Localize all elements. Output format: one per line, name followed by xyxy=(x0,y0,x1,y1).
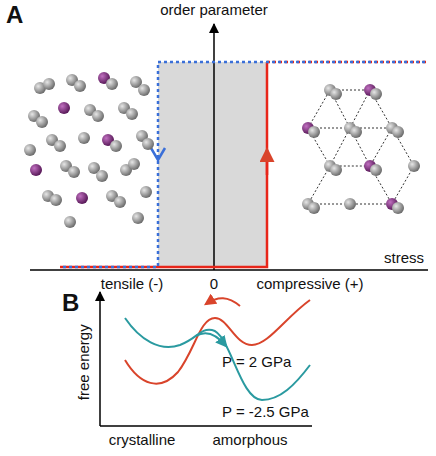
atom xyxy=(78,132,90,144)
atom xyxy=(54,140,66,152)
atom xyxy=(74,80,86,92)
axis-label: free energy xyxy=(76,324,93,400)
atom xyxy=(110,140,122,152)
lattice-lines xyxy=(308,90,414,204)
transition-arrow-red xyxy=(206,298,240,306)
atom xyxy=(392,202,404,214)
panel-letter: B xyxy=(62,290,79,316)
energy-curve-compressive xyxy=(125,300,310,384)
energy-curve-tensile xyxy=(125,318,310,400)
tension-branch xyxy=(60,62,428,267)
atom xyxy=(392,126,404,138)
atom xyxy=(50,194,62,206)
atom xyxy=(36,116,48,128)
transition-arrow-teal xyxy=(196,333,226,346)
atom xyxy=(330,164,342,176)
atom xyxy=(96,170,108,182)
atom xyxy=(58,102,70,114)
axis-label: compressive (+) xyxy=(256,276,363,293)
axis-label: 0 xyxy=(210,276,218,293)
atom xyxy=(132,212,144,224)
amorphous-structure xyxy=(24,72,154,228)
panel-letter: A xyxy=(6,2,23,28)
configuration-axis xyxy=(100,425,312,427)
atom xyxy=(140,186,152,198)
atom xyxy=(138,84,150,96)
atom xyxy=(128,158,140,170)
atom xyxy=(68,166,80,178)
atom xyxy=(350,126,362,138)
crystal-structure xyxy=(302,84,420,214)
compression-arrow xyxy=(266,150,269,175)
atom xyxy=(30,164,42,176)
atom xyxy=(106,78,118,90)
atom xyxy=(76,192,88,204)
atom xyxy=(126,108,138,120)
axis-label: crystalline xyxy=(109,432,176,449)
axis-label: P = -2.5 GPa xyxy=(222,404,309,421)
axis-label: tensile (-) xyxy=(101,276,164,293)
atom xyxy=(370,164,382,176)
atom xyxy=(114,196,126,208)
energy-axis xyxy=(99,292,101,426)
atom xyxy=(408,160,420,172)
atom xyxy=(24,144,36,156)
axis-label: amorphous xyxy=(212,432,287,449)
axis-label: P = 2 GPa xyxy=(222,354,291,371)
atom xyxy=(308,202,320,214)
atom xyxy=(92,110,104,122)
hysteresis-region xyxy=(158,62,267,268)
atom xyxy=(43,78,55,90)
atom xyxy=(64,216,76,228)
compression-branch xyxy=(60,62,267,267)
atom xyxy=(330,88,342,100)
axis-label: order parameter xyxy=(160,2,268,19)
atom xyxy=(370,88,382,100)
tension-arrow xyxy=(151,148,165,160)
atom xyxy=(308,126,320,138)
axis-label: stress xyxy=(384,250,424,267)
atom xyxy=(344,198,356,210)
atom xyxy=(142,138,154,150)
stress-axis xyxy=(30,269,428,271)
